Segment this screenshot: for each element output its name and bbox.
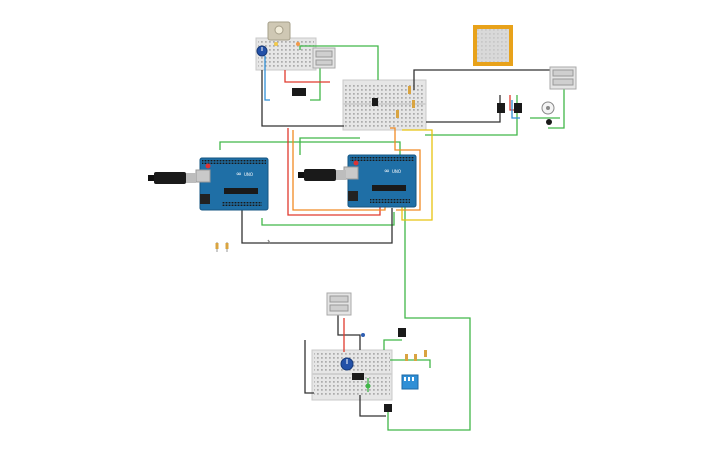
led[interactable] [365, 383, 371, 389]
wire-black [359, 395, 386, 417]
arduino-model: UNO [244, 172, 253, 177]
wire-orange [390, 127, 421, 211]
resistor[interactable] [396, 86, 415, 118]
wire-blue [511, 100, 520, 119]
usb-plug-icon[interactable] [148, 172, 196, 184]
resistor[interactable] [215, 242, 229, 252]
wire-green [425, 95, 518, 136]
wire-green [387, 205, 471, 431]
wire-black [241, 200, 393, 244]
transistor[interactable] [497, 103, 522, 113]
transistor[interactable] [372, 98, 378, 106]
lcd-display[interactable] [473, 25, 513, 66]
wire-black [337, 315, 361, 350]
wire-gray [267, 239, 271, 244]
ic-chip[interactable] [292, 88, 306, 96]
wire-black [261, 70, 344, 127]
capacitor[interactable] [361, 333, 365, 337]
arduino-model: UNO [392, 169, 401, 174]
power-supply[interactable] [312, 47, 336, 69]
led[interactable] [274, 42, 300, 46]
arduino-logo: ∞ [236, 170, 242, 178]
wire-black [413, 69, 552, 90]
diode[interactable] [546, 119, 552, 125]
breadboard-top-left[interactable] [255, 37, 317, 71]
wire-green [310, 60, 321, 101]
wire-black [426, 95, 501, 123]
arduino-board-left[interactable]: ∞ UNO [195, 157, 269, 211]
motor-icon[interactable] [267, 21, 291, 41]
dip-switch[interactable] [401, 374, 419, 390]
buzzer-icon[interactable] [541, 101, 555, 115]
wire-green [383, 339, 402, 350]
wire-green [299, 137, 360, 155]
wire-yellow [401, 129, 433, 221]
arduino-logo: ∞ [384, 167, 390, 175]
ic-chip[interactable] [352, 373, 364, 380]
wire-red [284, 70, 330, 83]
resistor[interactable] [405, 350, 427, 361]
wire-green [299, 45, 379, 80]
wire-black [304, 340, 314, 394]
wire-blue [264, 56, 270, 101]
wire-green [261, 212, 395, 226]
potentiometer-icon[interactable] [256, 45, 268, 57]
power-supply[interactable] [549, 66, 577, 90]
usb-plug-icon[interactable] [298, 169, 346, 181]
wire-green [390, 359, 431, 368]
voltage-regulator[interactable] [384, 328, 406, 412]
potentiometer-icon[interactable] [340, 357, 354, 371]
arduino-board-right[interactable]: ∞ UNO [343, 154, 417, 208]
power-supply[interactable] [326, 292, 352, 316]
